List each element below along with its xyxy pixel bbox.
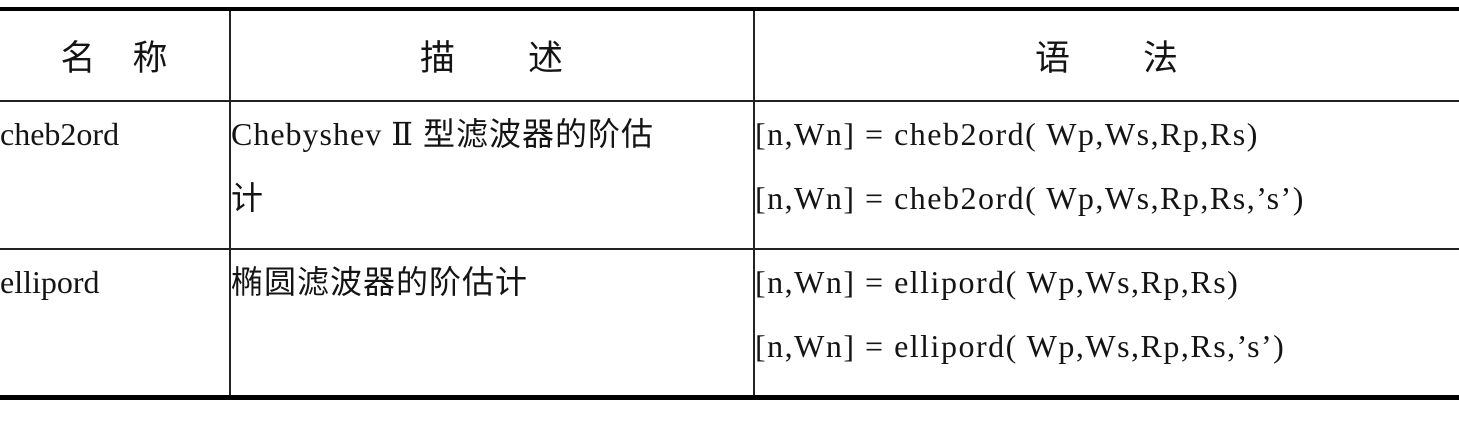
column-header-syntax: 语 法 — [754, 9, 1459, 102]
table-header-row: 名 称 描 述 语 法 — [0, 9, 1459, 102]
syntax-line: [n,Wn] = ellipord( Wp,Ws,Rp,Rs) — [755, 264, 1240, 300]
function-name: cheb2ord — [0, 116, 120, 152]
syntax-cell: [n,Wn] = ellipord( Wp,Ws,Rp,Rs) [n,Wn] =… — [754, 249, 1459, 397]
description-line: Chebyshev Ⅱ 型滤波器的阶估 — [231, 116, 654, 152]
syntax-line: [n,Wn] = cheb2ord( Wp,Ws,Rp,Rs,’s’) — [755, 180, 1305, 216]
function-name: ellipord — [0, 264, 100, 300]
function-name-cell: ellipord — [0, 249, 231, 397]
column-header-name: 名 称 — [0, 9, 231, 102]
description-cell: Chebyshev Ⅱ 型滤波器的阶估 计 — [230, 101, 755, 250]
description-line: 椭圆滤波器的阶估计 — [231, 264, 529, 300]
table-row-cheb2ord: cheb2ord Chebyshev Ⅱ 型滤波器的阶估 计 [n,Wn] = … — [0, 101, 1459, 250]
description-line: 计 — [231, 180, 265, 216]
syntax-line: [n,Wn] = ellipord( Wp,Ws,Rp,Rs,’s’) — [755, 328, 1286, 364]
description-cell: 椭圆滤波器的阶估计 — [230, 249, 755, 397]
column-header-description: 描 述 — [230, 9, 755, 102]
function-name-cell: cheb2ord — [0, 101, 231, 250]
filter-function-table: 名 称 描 述 语 法 cheb2ord Chebyshev Ⅱ 型滤波器的阶估… — [0, 7, 1459, 400]
syntax-line: [n,Wn] = cheb2ord( Wp,Ws,Rp,Rs) — [755, 116, 1259, 152]
table-row-ellipord: ellipord 椭圆滤波器的阶估计 [n,Wn] = ellipord( Wp… — [0, 249, 1459, 397]
syntax-cell: [n,Wn] = cheb2ord( Wp,Ws,Rp,Rs) [n,Wn] =… — [754, 101, 1459, 250]
